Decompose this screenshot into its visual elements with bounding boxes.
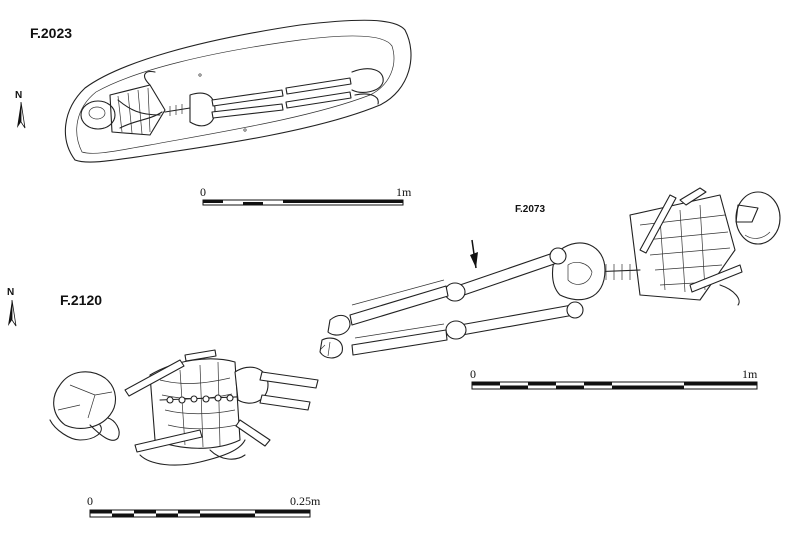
tibia-right [285,91,352,109]
scale-start-f2120: 0 [87,494,93,508]
femur-right [459,304,575,336]
scale-end-f2073: 1m [742,367,758,381]
skeleton-f2120 [49,349,319,466]
burial-label-f2023: F.2023 [30,25,72,41]
burial-label-f2120: F.2120 [60,292,102,308]
scale-end-f2120: 0.25m [290,494,321,508]
north-label: N [15,90,22,101]
burial-f2073: F.2073 [319,187,781,390]
skeleton-f2073 [319,187,781,359]
skull-fragments [53,371,116,429]
scale-end-f2023: 1m [396,185,412,199]
svg-text:N: N [7,287,14,298]
burial-f2023: F.2023 [30,19,412,206]
humerus [639,194,677,254]
spine [164,107,191,113]
burial-f2120: F.2120 [49,292,321,518]
tibia-left [285,77,352,95]
scale-bar-f2073: 0 1m [470,367,758,390]
north-arrow-icon [470,239,478,269]
scale-bar-f2023: 0 1m [200,185,412,206]
scale-start-f2073: 0 [470,367,476,381]
north-arrow-icon: N [7,287,17,327]
tibia-right [351,329,448,356]
feet [327,314,351,336]
burial-label-f2073: F.2073 [515,204,545,215]
skeleton-f2023 [80,68,384,136]
skull [735,191,781,245]
skull [80,100,116,130]
pelvis [234,366,269,404]
north-arrow-icon: N [15,90,26,129]
femur-right [211,103,284,119]
scale-start-f2023: 0 [200,185,206,199]
grave-cut-outline [64,19,412,163]
femur-left [211,89,284,107]
tibia-left [349,285,449,326]
femur [259,371,319,389]
grave-inner-outline [76,35,395,154]
pelvis [189,92,216,127]
scale-bar-f2120: 0 0.25m [87,494,321,518]
feet [351,68,384,105]
humerus [124,359,185,397]
ribcage [109,84,166,136]
